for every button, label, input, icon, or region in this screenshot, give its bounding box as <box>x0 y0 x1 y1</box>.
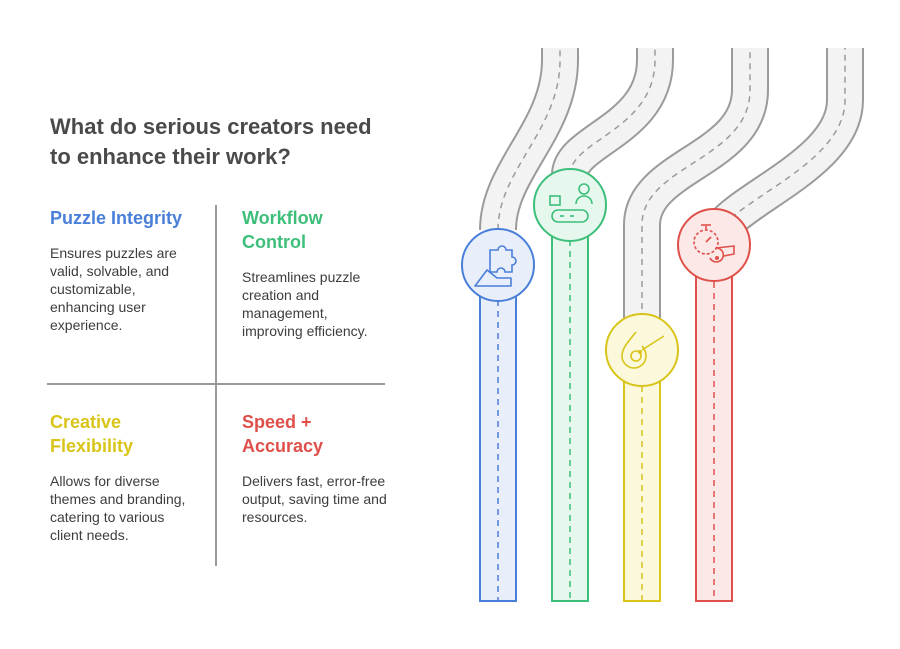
quadrant-heading: Speed + Accuracy <box>242 412 324 456</box>
gray-road-2 <box>551 48 674 179</box>
horizontal-divider <box>47 383 385 385</box>
quadrant-description: Ensures puzzles are valid, solvable, and… <box>50 245 177 333</box>
green-lane <box>551 204 589 602</box>
stopwatch-whistle-icon <box>677 208 751 282</box>
puzzle-piece-hand-icon <box>461 228 535 302</box>
blue-lane <box>479 264 517 602</box>
quadrant-creative-flexibility: Creative Flexibility Allows for diverse … <box>50 410 200 544</box>
quadrant-puzzle-integrity: Puzzle Integrity Ensures puzzles are val… <box>50 206 200 334</box>
quadrant-heading: Puzzle Integrity <box>50 208 183 228</box>
yellow-lane <box>623 349 661 602</box>
quadrant-description: Allows for diverse themes and branding, … <box>50 473 186 543</box>
gray-road-3 <box>623 48 769 320</box>
page-title: What do serious creators need to enhance… <box>50 114 372 169</box>
gray-road-1 <box>479 48 579 232</box>
quadrant-description: Streamlines puzzle creation and manageme… <box>242 269 368 339</box>
red-lane <box>695 244 733 602</box>
vertical-divider <box>215 205 217 566</box>
quadrant-heading: Workflow Control <box>242 208 323 252</box>
paint-drop-brush-icon <box>605 313 679 387</box>
quadrant-speed-accuracy: Speed + Accuracy Delivers fast, error-fr… <box>242 410 392 526</box>
quadrant-description: Delivers fast, error-free output, saving… <box>242 473 387 525</box>
quadrant-heading: Creative Flexibility <box>50 412 134 456</box>
conveyor-person-icon <box>533 168 607 242</box>
quadrant-workflow-control: Workflow Control Streamlines puzzle crea… <box>242 206 387 340</box>
